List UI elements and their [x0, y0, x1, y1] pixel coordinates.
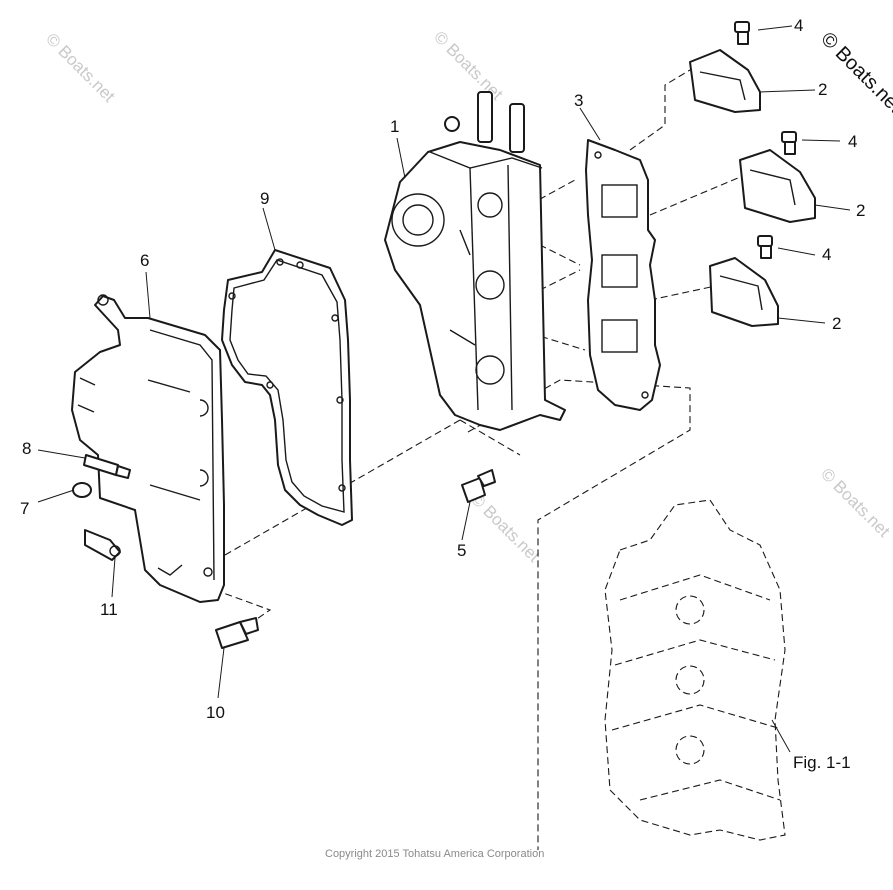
leader-lines	[37, 25, 851, 753]
watermark-text: © Boats.net	[430, 27, 507, 104]
bracket-part	[84, 529, 121, 561]
figure-reference-label: Fig. 1-1	[793, 753, 851, 772]
reed-valve-middle-part	[739, 149, 816, 223]
callout-1: 1	[390, 117, 399, 136]
callout-7: 7	[20, 499, 29, 518]
callout-4-top: 4	[794, 16, 803, 35]
callout-2-bottom: 2	[832, 314, 841, 333]
washer-part	[72, 482, 92, 498]
callout-6: 6	[140, 251, 149, 270]
watermark-text: © Boats.net	[816, 28, 893, 118]
watermark-text: © Boats.net	[42, 29, 119, 106]
callout-9: 9	[260, 189, 269, 208]
outer-cover-part	[71, 294, 225, 603]
callout-3: 3	[574, 91, 583, 110]
callout-4-bottom: 4	[822, 245, 831, 264]
crankcase-reference-outline	[604, 499, 786, 841]
reed-gasket-part	[585, 139, 661, 411]
cylinder-head-part	[384, 91, 566, 431]
callout-labels: 1 2 2 2 3 4 4 4 5 6 7 8 9 10 11	[20, 16, 865, 722]
screw-middle-part	[781, 131, 797, 155]
callout-5: 5	[457, 541, 466, 560]
pin-part	[83, 454, 131, 479]
plug-bolt-part	[461, 469, 496, 503]
callout-8: 8	[22, 439, 31, 458]
callout-2-middle: 2	[856, 201, 865, 220]
screw-top-part	[734, 21, 750, 45]
watermark-text: © Boats.net	[817, 464, 893, 541]
callout-4-middle: 4	[848, 132, 857, 151]
drain-plug-part	[215, 617, 259, 649]
callout-10: 10	[206, 703, 225, 722]
gasket-part	[221, 249, 353, 526]
copyright-notice: Copyright 2015 Tohatsu America Corporati…	[325, 848, 544, 860]
reed-valve-top-part	[689, 49, 761, 113]
callout-11: 11	[100, 600, 118, 619]
watermark-text: © Boats.net	[467, 489, 544, 566]
reed-valve-bottom-part	[709, 257, 779, 327]
screw-bottom-part	[757, 235, 773, 259]
callout-2-top: 2	[818, 80, 827, 99]
